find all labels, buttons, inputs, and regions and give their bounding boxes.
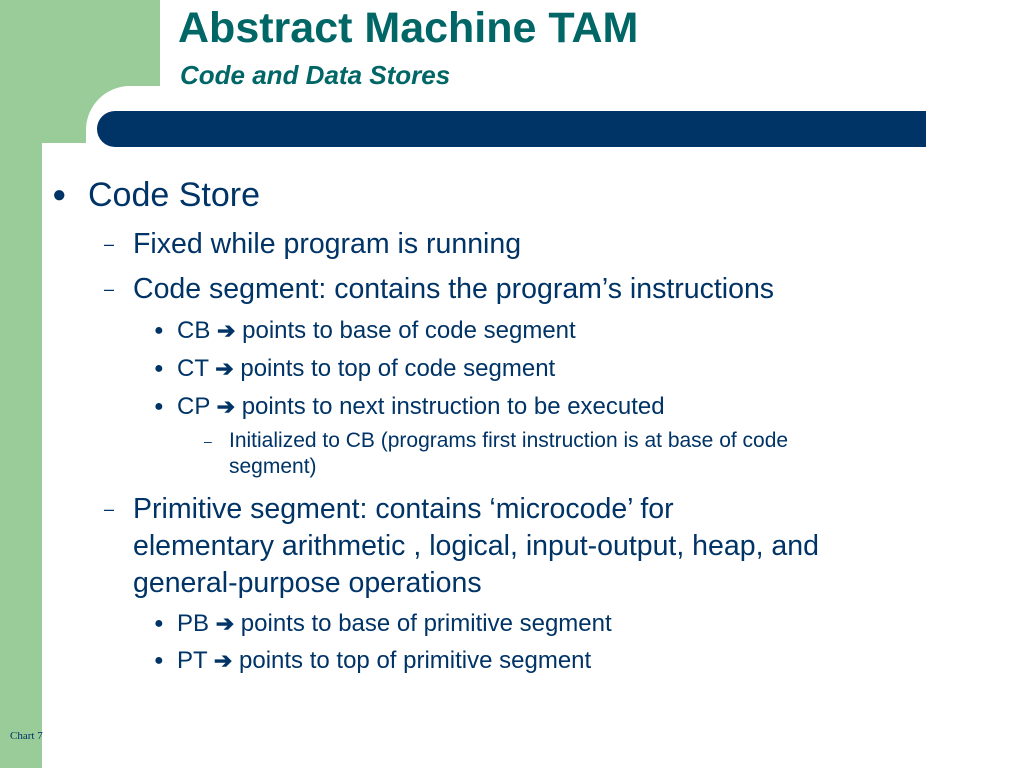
register-text: PT ➔ points to top of primitive segment: [177, 644, 591, 678]
dash-icon: –: [104, 234, 115, 254]
register-text: PB ➔ points to base of primitive segment: [177, 607, 612, 641]
note-line-1: Initialized to CB (programs first instru…: [229, 429, 789, 452]
note-line-2: segment): [229, 455, 317, 478]
register-name: CP: [177, 393, 210, 420]
bullet-icon: ●: [52, 181, 67, 208]
subbullet-text: Fixed while program is running: [133, 228, 522, 260]
arrow-right-icon: ➔: [215, 356, 234, 381]
slide-subtitle: Code and Data Stores: [180, 60, 451, 90]
arrow-right-icon: ➔: [216, 394, 236, 419]
bullet-icon: ●: [154, 652, 164, 669]
bullet-icon: ●: [154, 322, 164, 339]
register-description: points to base of code segment: [242, 317, 576, 344]
dash-icon: –: [204, 433, 212, 449]
register-text: CT ➔ points to top of code segment: [177, 352, 555, 386]
bullet-icon: ●: [154, 360, 164, 377]
dash-icon: –: [104, 499, 115, 519]
register-name: CB: [177, 317, 211, 344]
register-description: points to next instruction to be execute…: [241, 393, 665, 420]
register-text: CB ➔ points to base of code segment: [177, 314, 576, 348]
bullet-text: Code Store: [88, 176, 260, 214]
bullet-icon: ●: [154, 615, 164, 632]
arrow-right-icon: ➔: [215, 611, 235, 636]
register-description: points to top of primitive segment: [239, 647, 592, 674]
subbullet-text: Code segment: contains the program’s ins…: [133, 273, 775, 305]
register-description: points to base of primitive segment: [240, 610, 612, 637]
left-green-bar: [0, 0, 42, 768]
register-description: points to top of code segment: [240, 355, 556, 382]
register-name: PT: [177, 647, 208, 674]
dash-icon: –: [104, 279, 115, 299]
subbullet-line-3: general-purpose operations: [133, 567, 482, 599]
register-name: PB: [177, 610, 210, 637]
arrow-right-icon: ➔: [217, 318, 236, 343]
slide-footer: Chart 7: [10, 730, 43, 742]
slide-title: Abstract Machine TAM: [178, 4, 639, 52]
title-underline-bar: [97, 111, 926, 147]
subbullet-line-2: elementary arithmetic , logical, input-o…: [133, 530, 819, 562]
register-name: CT: [177, 355, 209, 382]
arrow-right-icon: ➔: [213, 648, 233, 673]
register-text: CP ➔ points to next instruction to be ex…: [177, 390, 665, 424]
subbullet-line-1: Primitive segment: contains ‘microcode’ …: [133, 493, 674, 525]
bullet-icon: ●: [154, 398, 164, 415]
